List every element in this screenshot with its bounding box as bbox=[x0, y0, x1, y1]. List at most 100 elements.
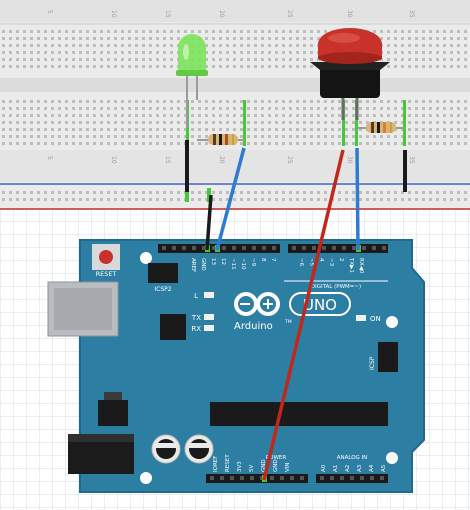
header-pin-hole bbox=[300, 476, 304, 480]
column-number: 30 bbox=[346, 156, 353, 164]
reset-label: RESET bbox=[96, 270, 117, 278]
digital-pin-label: TX▶1 bbox=[348, 257, 354, 273]
header-pin-hole bbox=[332, 246, 336, 250]
digital-pin-label: ~11 bbox=[230, 258, 236, 270]
header-pin-hole bbox=[162, 246, 166, 250]
column-number: 5 bbox=[46, 10, 53, 14]
header-pin-hole bbox=[340, 476, 344, 480]
column-number: 10 bbox=[110, 156, 117, 164]
on-label: ON bbox=[370, 315, 381, 323]
header-pin-hole bbox=[202, 246, 206, 250]
led-tx bbox=[204, 314, 214, 320]
column-number: 20 bbox=[218, 10, 225, 18]
column-number: 15 bbox=[164, 156, 171, 164]
push-button bbox=[310, 28, 390, 120]
header-pin-hole bbox=[250, 476, 254, 480]
arduino-logo-text: Arduino bbox=[234, 321, 273, 332]
icsp2-header bbox=[148, 263, 178, 283]
analog-pin-label: A5 bbox=[381, 464, 387, 472]
header-pin-hole bbox=[280, 476, 284, 480]
digital-pin-label: 12 bbox=[220, 258, 226, 265]
trademark-mark: TM bbox=[284, 319, 292, 325]
header-pin-hole bbox=[312, 246, 316, 250]
column-number: 25 bbox=[286, 156, 293, 164]
icsp-label: ICSP bbox=[369, 356, 376, 370]
digital-pin-label: ~6 bbox=[298, 258, 304, 267]
digital-pin-label: RX◀0 bbox=[358, 258, 364, 274]
header-pin-hole bbox=[272, 246, 276, 250]
header-pin-hole bbox=[252, 246, 256, 250]
digital-pin-label: ~3 bbox=[328, 258, 334, 267]
header-pin-hole bbox=[350, 476, 354, 480]
header-pin-hole bbox=[232, 246, 236, 250]
header-pin-hole bbox=[370, 476, 374, 480]
analog-pin-label: A1 bbox=[333, 465, 339, 472]
header-pin-hole bbox=[290, 476, 294, 480]
atmega-chip bbox=[210, 402, 388, 426]
power-pin-label: GND bbox=[261, 459, 267, 472]
power-pin-label: 3V3 bbox=[237, 461, 243, 472]
breadboard-power-rail bbox=[0, 188, 470, 202]
header-pin-hole bbox=[360, 476, 364, 480]
led-l-label: L bbox=[194, 292, 198, 300]
gnd-black-wire bbox=[205, 194, 213, 251]
column-number: 35 bbox=[408, 156, 415, 164]
header-pin-hole bbox=[262, 246, 266, 250]
header-pin-hole bbox=[302, 246, 306, 250]
arduino-logo: Arduino TM UNO bbox=[234, 292, 351, 332]
column-number: 20 bbox=[218, 156, 225, 164]
resistor-button bbox=[357, 122, 405, 133]
digital-pin-label: 7 bbox=[270, 258, 276, 262]
header-pin-hole bbox=[380, 476, 384, 480]
arduino-uno-board: RESET ICSP 2 L TX RX ON bbox=[47, 239, 425, 493]
header-pin-hole bbox=[372, 246, 376, 250]
column-number: 5 bbox=[46, 156, 53, 160]
digital-pin-label: 13 bbox=[210, 258, 216, 265]
header-pin-hole bbox=[192, 246, 196, 250]
analog-pin-label: A3 bbox=[357, 464, 363, 472]
5v-red-wire bbox=[262, 149, 345, 481]
digital-pin-label: 8 bbox=[260, 258, 266, 262]
header-pin-hole bbox=[222, 246, 226, 250]
led-on bbox=[356, 315, 366, 321]
digital-pin-label: ~9 bbox=[250, 258, 256, 267]
analog-header-label: ANALOG IN bbox=[337, 455, 368, 461]
header-pin-hole bbox=[270, 476, 274, 480]
column-number: 25 bbox=[286, 10, 293, 18]
power-pin-label: RESET bbox=[225, 454, 231, 472]
column-number: 10 bbox=[110, 10, 117, 18]
power-header-label: POWER bbox=[266, 455, 287, 461]
power-pin-label: IOREF bbox=[213, 456, 219, 472]
breadboard-top-holes bbox=[0, 26, 470, 72]
header-pin-hole bbox=[210, 476, 214, 480]
header-pin-hole bbox=[352, 246, 356, 250]
column-number: 30 bbox=[346, 10, 353, 18]
column-number: 35 bbox=[408, 10, 415, 18]
capacitors bbox=[151, 434, 214, 464]
led-rx-label: RX bbox=[191, 325, 201, 333]
green-led bbox=[176, 34, 208, 128]
header-pin-hole bbox=[382, 246, 386, 250]
led-rx bbox=[204, 325, 214, 331]
led-tx-label: TX bbox=[191, 314, 201, 322]
header-pin-hole bbox=[362, 246, 366, 250]
header-pin-hole bbox=[212, 246, 216, 250]
header-pin-hole bbox=[330, 476, 334, 480]
header-pin-hole bbox=[182, 246, 186, 250]
header-pin-hole bbox=[292, 246, 296, 250]
header-pin-hole bbox=[230, 476, 234, 480]
small-chip bbox=[160, 314, 186, 340]
header-pin-hole bbox=[220, 476, 224, 480]
digital-pin-label: 2 bbox=[338, 258, 344, 262]
header-pin-hole bbox=[172, 246, 176, 250]
led-l bbox=[204, 292, 214, 298]
digital-pin-label: ~5 bbox=[308, 258, 314, 267]
pin13-blue-wire bbox=[215, 147, 246, 251]
digital-header-label: DIGITAL (PWM=~) bbox=[311, 284, 361, 290]
